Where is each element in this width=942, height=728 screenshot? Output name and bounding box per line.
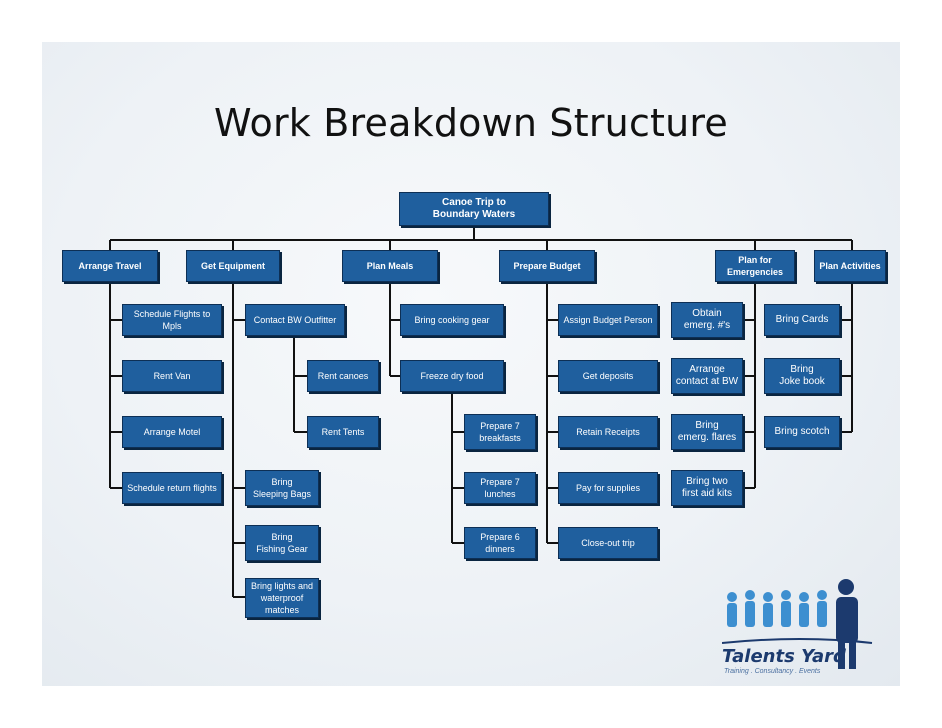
task-node: Bring scotch	[764, 416, 840, 448]
category-node: Arrange Travel	[62, 250, 158, 282]
task-node: Bring lights and waterproof matches	[245, 578, 319, 618]
task-node: Bring Fishing Gear	[245, 525, 319, 561]
category-node: Plan Activities	[814, 250, 886, 282]
logo-wordmark: Talents Yard	[722, 646, 846, 667]
task-node: Arrange contact at BW	[671, 358, 743, 394]
task-node: Bring cooking gear	[400, 304, 504, 336]
task-node: Bring two first aid kits	[671, 470, 743, 506]
page-title: Work Breakdown Structure	[213, 101, 728, 145]
task-node: Retain Receipts	[558, 416, 658, 448]
category-node: Plan for Emergencies	[715, 250, 795, 282]
subtask-node: Rent Tents	[307, 416, 379, 448]
subtask-node: Rent canoes	[307, 360, 379, 392]
category-node: Prepare Budget	[499, 250, 595, 282]
subtask-node: Prepare 7 lunches	[464, 472, 536, 504]
subtask-node: Prepare 7 breakfasts	[464, 414, 536, 450]
task-node: Rent Van	[122, 360, 222, 392]
task-node: Pay for supplies	[558, 472, 658, 504]
task-node: Bring Cards	[764, 304, 840, 336]
task-node: Bring Joke book	[764, 358, 840, 394]
task-node: Schedule Flights to Mpls	[122, 304, 222, 336]
category-node: Get Equipment	[186, 250, 280, 282]
task-node: Get deposits	[558, 360, 658, 392]
task-node: Bring emerg. flares	[671, 414, 743, 450]
task-node: Schedule return flights	[122, 472, 222, 504]
task-node: Arrange Motel	[122, 416, 222, 448]
wbs-root-node: Canoe Trip to Boundary Waters	[399, 192, 549, 226]
task-node: Obtain emerg. #'s	[671, 302, 743, 338]
task-node: Freeze dry food	[400, 360, 504, 392]
task-node: Contact BW Outfitter	[245, 304, 345, 336]
subtask-node: Prepare 6 dinners	[464, 527, 536, 559]
task-node: Bring Sleeping Bags	[245, 470, 319, 506]
logo-tagline: Training . Consultancy . Events	[724, 668, 821, 675]
task-node: Assign Budget Person	[558, 304, 658, 336]
company-logo	[722, 579, 873, 669]
task-node: Close-out trip	[558, 527, 658, 559]
category-node: Plan Meals	[342, 250, 438, 282]
